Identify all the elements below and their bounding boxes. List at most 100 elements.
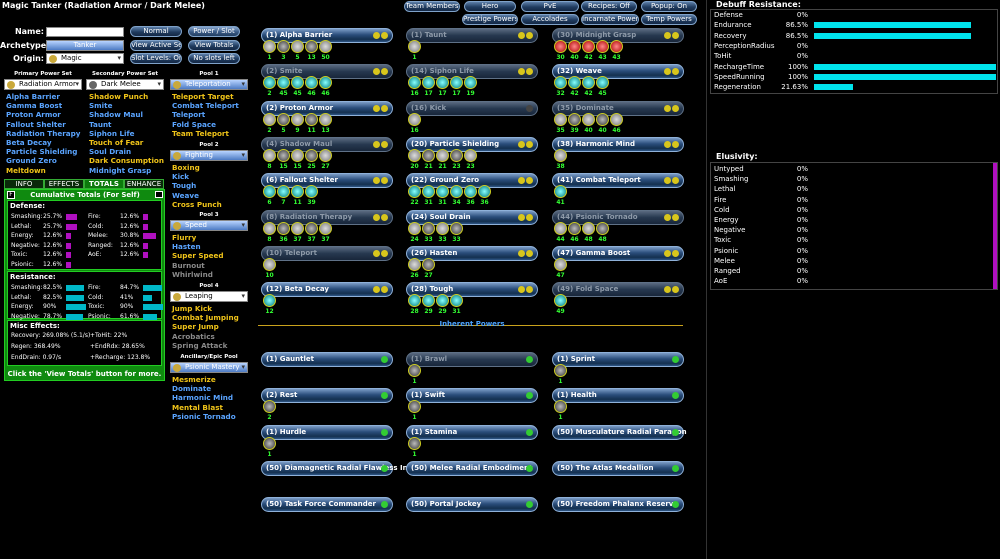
enhancement-icon[interactable]: 42 bbox=[582, 40, 595, 61]
enhancement-icon[interactable]: 17 bbox=[436, 76, 449, 97]
power-list-item[interactable]: Super Jump bbox=[172, 322, 219, 332]
enhancement-icon[interactable]: 46 bbox=[568, 221, 581, 243]
power-slot[interactable]: (50) The Atlas Medallion bbox=[552, 460, 684, 476]
prestige-powers-button[interactable]: Prestige Powers bbox=[462, 14, 518, 25]
temp-powers-button[interactable]: Temp Powers bbox=[641, 14, 697, 25]
enhancement-icon[interactable]: 31 bbox=[422, 185, 435, 206]
power-list-item[interactable]: Hasten bbox=[172, 242, 201, 252]
enhancement-icon[interactable]: 45 bbox=[596, 76, 609, 97]
enhancement-icon[interactable]: 6 bbox=[263, 185, 276, 206]
power-list-item[interactable]: Dominate bbox=[172, 384, 212, 394]
power-list-item[interactable]: Fold Space bbox=[172, 119, 216, 129]
pool-select[interactable]: Speed▾ bbox=[170, 220, 248, 231]
hero-button[interactable]: Hero bbox=[464, 1, 516, 12]
enhancement-icon[interactable]: 43 bbox=[610, 40, 623, 61]
enhancement-icon[interactable]: 46 bbox=[319, 76, 332, 97]
enhancement-icon[interactable]: 37 bbox=[305, 221, 318, 243]
power-list-item[interactable]: Dark Consumption bbox=[89, 156, 164, 166]
power-slot[interactable]: (24) Soul Drain bbox=[406, 209, 538, 225]
archetype-select[interactable]: Tanker bbox=[46, 40, 124, 51]
enhancement-icon[interactable]: 48 bbox=[596, 221, 609, 243]
power-list-item[interactable]: Meltdown bbox=[6, 165, 46, 175]
power-list-item[interactable]: Whirlwind bbox=[172, 269, 213, 279]
enhancement-icon[interactable]: 43 bbox=[596, 40, 609, 61]
power-slot[interactable]: (10) Teleport bbox=[261, 245, 393, 261]
view-totals-button[interactable]: View Totals bbox=[188, 40, 240, 51]
power-list-item[interactable]: Shadow Punch bbox=[89, 92, 149, 101]
power-list-item[interactable]: Harmonic Mind bbox=[172, 393, 234, 403]
enhancement-icon[interactable]: 48 bbox=[582, 221, 595, 243]
power-slot[interactable]: (50) Diamagnetic Radial Flawless Interfa… bbox=[261, 460, 436, 476]
enhancement-icon[interactable]: 40 bbox=[582, 112, 595, 134]
enhancement-icon[interactable]: 8 bbox=[263, 221, 276, 243]
power-slot[interactable]: (1) Alpha Barrier bbox=[261, 28, 393, 43]
incarnate-powers-button[interactable]: Incarnate Powers bbox=[581, 14, 639, 25]
enhancement-icon[interactable]: 37 bbox=[291, 221, 304, 243]
enhancement-icon[interactable]: 42 bbox=[568, 76, 581, 97]
power-slot[interactable]: (1) Brawl bbox=[406, 352, 538, 367]
power-slot-button[interactable]: Power / Slot bbox=[188, 26, 240, 37]
power-list-item[interactable]: Cross Punch bbox=[172, 199, 222, 209]
enhancement-icon[interactable]: 15 bbox=[291, 148, 304, 170]
power-slot[interactable]: (50) Melee Radial Embodiment bbox=[406, 460, 538, 476]
power-slot[interactable]: (50) Musculature Radial Paragon bbox=[552, 424, 687, 440]
enhancement-icon[interactable]: 29 bbox=[436, 294, 449, 315]
enhancement-icon[interactable]: 31 bbox=[436, 185, 449, 206]
enhancement-icon[interactable]: 1 bbox=[263, 40, 276, 61]
power-slot[interactable]: (47) Gamma Boost bbox=[552, 245, 684, 261]
power-slot[interactable]: (50) Freedom Phalanx Reserve bbox=[552, 497, 684, 513]
enhancement-icon[interactable]: 23 bbox=[450, 148, 463, 170]
enhancement-icon[interactable]: 5 bbox=[277, 112, 290, 134]
enhancement-icon[interactable]: 41 bbox=[554, 185, 567, 206]
enhancement-icon[interactable]: 31 bbox=[450, 294, 463, 315]
enhancement-icon[interactable]: 23 bbox=[464, 148, 477, 170]
enhancement-icon[interactable]: 28 bbox=[408, 294, 421, 315]
power-list-item[interactable]: Super Speed bbox=[172, 251, 224, 261]
tab-effects[interactable]: EFFECTS bbox=[44, 179, 84, 189]
float-toggle[interactable]: F bbox=[7, 191, 15, 199]
enhancement-icon[interactable]: 36 bbox=[478, 185, 491, 206]
power-slot[interactable]: (6) Fallout Shelter bbox=[261, 173, 393, 189]
power-list-item[interactable]: Siphon Life bbox=[89, 128, 135, 138]
enhancement-icon[interactable]: 40 bbox=[596, 112, 609, 134]
power-list-item[interactable]: Jump Kick bbox=[172, 304, 213, 313]
enhancement-icon[interactable]: 42 bbox=[582, 76, 595, 97]
power-list-item[interactable]: Weave bbox=[172, 190, 199, 200]
team-members-button[interactable]: Team Members bbox=[404, 1, 460, 12]
power-slot[interactable]: (41) Combat Teleport bbox=[552, 173, 684, 189]
power-slot[interactable]: (16) Kick bbox=[406, 100, 538, 116]
enhancement-icon[interactable]: 5 bbox=[291, 40, 304, 61]
enhancement-icon[interactable]: 13 bbox=[305, 40, 318, 61]
enhancement-icon[interactable]: 16 bbox=[408, 76, 421, 97]
enhancement-icon[interactable]: 26 bbox=[408, 257, 421, 279]
power-list-item[interactable]: Shadow Maul bbox=[89, 110, 143, 120]
power-list-item[interactable]: Acrobatics bbox=[172, 331, 215, 341]
power-list-item[interactable]: Proton Armor bbox=[6, 110, 61, 120]
power-list-item[interactable]: Teleport bbox=[172, 110, 206, 120]
power-list-item[interactable]: Soul Drain bbox=[89, 147, 132, 157]
enhancement-icon[interactable]: 15 bbox=[277, 148, 290, 170]
power-list-item[interactable]: Tough bbox=[172, 181, 197, 191]
power-list-item[interactable]: Midnight Grasp bbox=[89, 165, 152, 175]
enhancement-icon[interactable]: 24 bbox=[408, 221, 421, 243]
enhancement-icon[interactable]: 2 bbox=[263, 400, 276, 421]
power-list-item[interactable]: Beta Decay bbox=[6, 137, 52, 147]
power-slot[interactable]: (49) Fold Space bbox=[552, 282, 684, 298]
enhancement-icon[interactable]: 1 bbox=[408, 364, 421, 385]
power-slot[interactable]: (26) Hasten bbox=[406, 245, 538, 261]
power-list-item[interactable]: Ground Zero bbox=[6, 156, 57, 166]
power-slot[interactable]: (1) Stamina bbox=[406, 424, 538, 440]
enhancement-icon[interactable]: 2 bbox=[263, 112, 276, 134]
enhancement-icon[interactable]: 1 bbox=[554, 364, 567, 385]
power-list-item[interactable]: Touch of Fear bbox=[89, 137, 144, 147]
enhancement-icon[interactable]: 44 bbox=[554, 221, 567, 243]
enhancement-icon[interactable]: 27 bbox=[319, 148, 332, 170]
enhancement-icon[interactable]: 11 bbox=[291, 185, 304, 206]
origin-select[interactable]: Magic▾ bbox=[46, 53, 124, 64]
enhancement-icon[interactable]: 9 bbox=[291, 112, 304, 134]
accolades-button[interactable]: Accolades bbox=[521, 14, 579, 25]
pool-select[interactable]: Fighting▾ bbox=[170, 150, 248, 161]
power-list-item[interactable]: Smite bbox=[89, 101, 113, 111]
name-input[interactable] bbox=[46, 27, 124, 37]
enhancement-icon[interactable]: 13 bbox=[319, 112, 332, 134]
